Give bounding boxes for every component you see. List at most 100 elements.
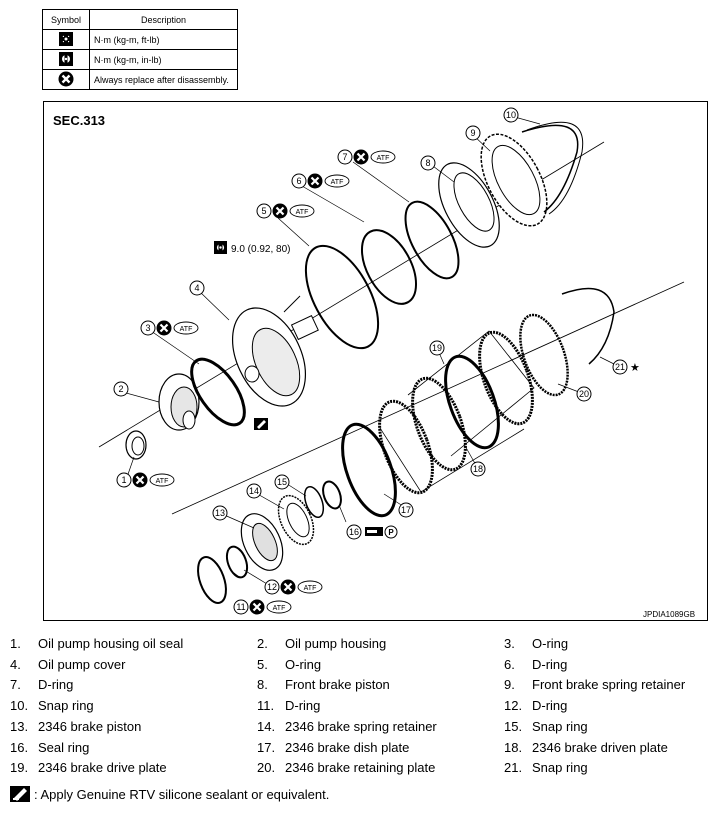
replace-part-icon [42,69,90,90]
legend-part-name: Oil pump housing oil seal [38,636,184,651]
atf-label: ATF [273,605,286,612]
atf-label: ATF [180,326,193,333]
callout-number: 21 [615,362,625,372]
atf-badge [149,473,175,487]
legend-number: 5. [257,656,268,672]
callout-number: 3 [145,323,150,333]
replace-part-icon [306,172,324,190]
atf-label: ATF [377,155,390,162]
torque-wrench-small-icon [42,49,90,70]
legend-part-name: 2346 brake piston [38,718,142,734]
atf-badge [370,150,396,164]
legend-part-name: 2346 brake retaining plate [285,760,436,776]
legend-number: 7. [10,677,21,693]
sealant-icon [254,418,268,430]
atf-badge [173,321,199,335]
callout-3: 3 ATF [140,319,199,337]
callout-number: 17 [401,505,411,515]
atf-label: ATF [296,209,309,216]
callout-9: 9 [465,125,481,141]
legend-part-name: D-ring [532,656,568,672]
legend-number: 19. [10,760,29,776]
callout-14: 14 [246,483,262,499]
d-ring-lower-shape-2 [225,545,249,579]
o-ring-shape [190,357,246,427]
legend-number: 1. [10,636,21,651]
legend-part-name: Snap ring [38,698,94,714]
sealant-note-text: : Apply Genuine RTV silicone sealant or … [34,786,330,802]
callout-10: 10 [503,107,519,123]
callout-number: 12 [267,582,277,592]
legend-part-name: Front brake piston [285,677,390,693]
legend-part-name: 2346 brake dish plate [285,739,410,755]
sealant-note: : Apply Genuine RTV silicone sealant or … [10,786,329,802]
replace-part-icon [155,319,173,337]
atf-badge [289,204,315,218]
callout-number: 11 [236,602,245,612]
legend-number: 15. [504,718,523,734]
callout-number: 9 [470,128,475,138]
legend-number: 6. [504,656,515,672]
d-ring-shape-2 [404,200,460,280]
callout-number: 10 [506,110,516,120]
legend-number: 3. [504,636,515,651]
replace-part-icon [248,598,266,616]
legend-part-name: 2346 brake driven plate [532,739,668,755]
callout-number: 4 [194,283,199,293]
legend-number: 17. [257,739,276,755]
atf-badge [324,174,350,188]
callout-number: 2 [118,384,123,394]
legend-part-name: 2346 brake spring retainer [285,718,437,734]
legend-part-name: Snap ring [532,760,588,776]
legend-number: 13. [10,718,29,734]
dish-plate-shape [341,422,397,518]
legend-part-name: O-ring [532,636,569,651]
diagram-frame [43,101,708,621]
callout-number: 1 [121,475,126,485]
reference-code: JPDIA1089GB [643,610,696,619]
star-mark: ★ [630,362,640,374]
legend-part-name: D-ring [38,677,74,693]
seal-ring-shape [322,480,342,510]
callout-19: 19 [429,340,445,356]
legend-part-name: 2346 brake drive plate [38,760,167,776]
atf-label: ATF [156,478,169,485]
legend-part-name: Oil pump cover [38,656,126,672]
callout-1: 1 ATF [116,471,175,489]
legend-number: 11. [257,698,275,714]
symbol-header: Symbol [42,9,90,30]
replace-part-icon [279,578,297,596]
callout-number: 19 [432,343,442,353]
replace-part-icon [271,202,289,220]
callout-21: 21 ★ [612,359,640,375]
d-ring-lower-shape [197,556,227,604]
torque-wrench-icon [214,241,227,254]
symbol-description: N·m (kg-m, ft-lb) [89,29,238,50]
callout-number: 16 [349,527,359,537]
torque-spec-text: 9.0 (0.92, 80) [231,244,290,255]
legend-part-name: Seal ring [38,739,90,755]
callout-17: 17 [398,502,414,518]
description-header: Description [89,9,238,30]
sealant-icon [10,786,30,802]
legend-number: 10. [10,698,29,714]
legend-part-name: Oil pump housing [285,636,387,651]
legend-number: 21. [504,760,523,776]
symbol-table: Symbol Description N·m (kg-m, ft-lb) N·m… [42,9,238,90]
callout-number: 14 [249,486,259,496]
oil-pump-housing-shape [158,373,200,431]
callout-number: 6 [296,176,301,186]
brake-piston-2346-shape [240,513,284,571]
axis-line-lower [171,281,685,515]
legend-number: 20. [257,760,276,776]
callout-number: 8 [425,158,430,168]
legend-number: 14. [257,718,276,734]
legend-number: 8. [257,677,268,693]
callout-4: 4 [189,280,205,296]
